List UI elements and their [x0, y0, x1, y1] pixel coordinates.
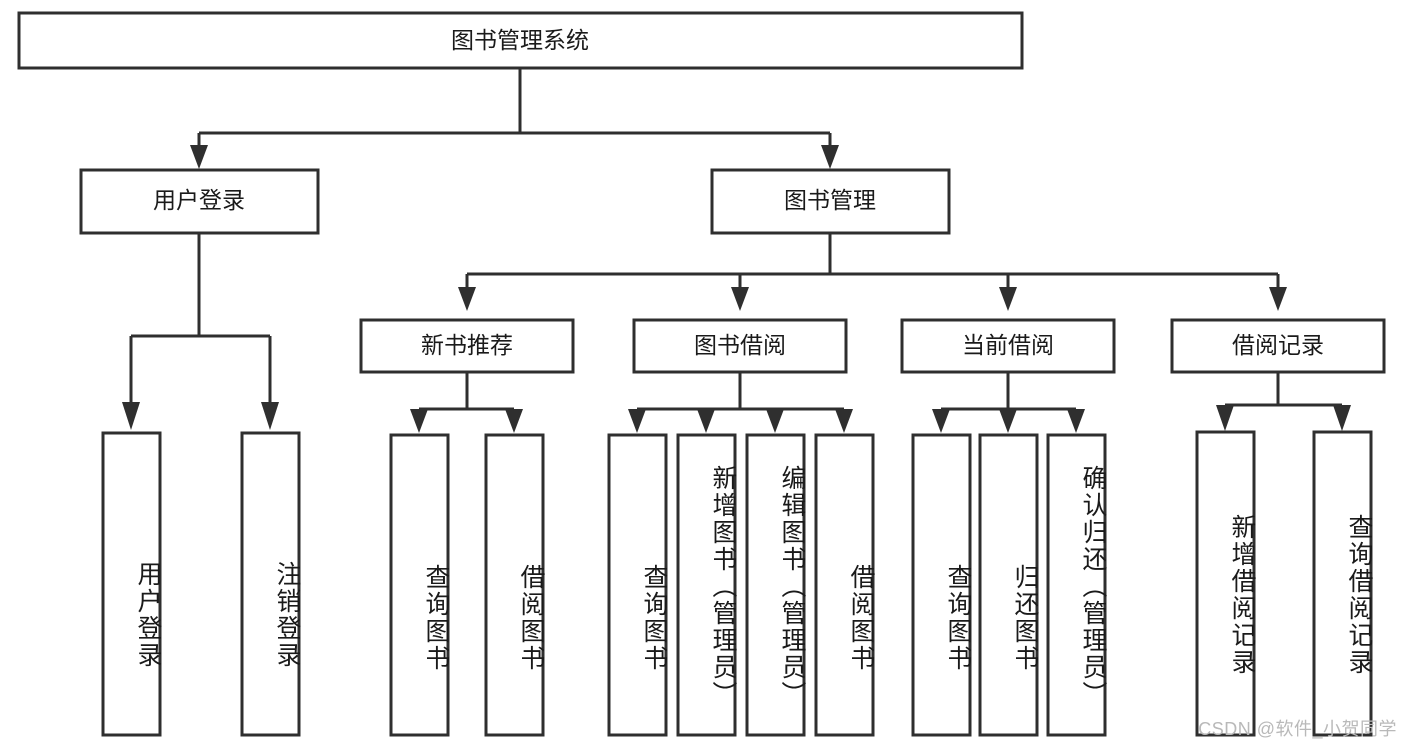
node-book-management-box[interactable]: [710, 168, 951, 235]
node-new-book-recommend[interactable]: 新书推荐: [359, 318, 575, 374]
leaf-box-borrowrecord-add[interactable]: [1195, 430, 1256, 737]
arrow-head-bookmgmt-to-borrow-record: [1269, 287, 1287, 311]
connector-group-borrow-record: [1216, 372, 1351, 431]
node-current-borrow-box[interactable]: [900, 318, 1116, 374]
arrow-head-borrowrecord-leaf-1: [1216, 405, 1234, 431]
arrow-head-root-to-book-mgmt: [821, 145, 839, 169]
arrow-head-bookborrow-leaf-1: [628, 409, 646, 433]
node-book-borrow-label: 图书借阅: [694, 332, 786, 358]
connector-group-book-borrow: [628, 372, 853, 433]
arrow-head-currentborrow-leaf-1: [932, 409, 950, 433]
node-root-system[interactable]: 图书管理系统: [17, 11, 1024, 70]
connector-group-root: [190, 68, 839, 169]
arrow-head-bookborrow-leaf-3: [766, 409, 784, 433]
leaf-box-newbook-borrow[interactable]: [484, 433, 545, 737]
arrow-head-newbook-leaf-1: [410, 409, 428, 433]
arrow-head-newbook-leaf-2: [505, 409, 523, 433]
node-new-book-recommend-box[interactable]: [359, 318, 575, 374]
leaf-box-user-login-login[interactable]: [101, 431, 162, 737]
leaf-group-user-login: [101, 431, 301, 737]
node-user-login-label: 用户登录: [153, 187, 245, 213]
leaf-box-bookborrow-add[interactable]: [676, 433, 737, 737]
node-user-login-box[interactable]: [79, 168, 320, 235]
arrow-head-userlogin-leaf-1: [122, 402, 140, 430]
leaf-box-currentborrow-return[interactable]: [978, 433, 1039, 737]
leaf-box-bookborrow-borrow[interactable]: [814, 433, 875, 737]
node-borrow-record-box[interactable]: [1170, 318, 1386, 374]
leaf-box-currentborrow-confirm[interactable]: [1046, 433, 1107, 737]
leaf-box-bookborrow-edit[interactable]: [745, 433, 806, 737]
node-book-management[interactable]: 图书管理: [710, 168, 951, 235]
node-new-book-recommend-label: 新书推荐: [421, 332, 513, 358]
connector-group-user-login: [122, 233, 279, 430]
leaf-box-borrowrecord-query[interactable]: [1312, 430, 1373, 737]
node-user-login[interactable]: 用户登录: [79, 168, 320, 235]
connector-group-current-borrow: [932, 372, 1085, 433]
node-book-management-label: 图书管理: [784, 187, 876, 213]
arrow-head-bookborrow-leaf-4: [835, 409, 853, 433]
arrow-head-bookmgmt-to-new-book: [458, 287, 476, 311]
arrow-head-userlogin-leaf-2: [261, 402, 279, 430]
arrow-head-bookborrow-leaf-2: [697, 409, 715, 433]
arrow-head-currentborrow-leaf-2: [999, 409, 1017, 433]
node-current-borrow[interactable]: 当前借阅: [900, 318, 1116, 374]
arrow-head-bookmgmt-to-book-borrow: [731, 287, 749, 311]
node-borrow-record[interactable]: 借阅记录: [1170, 318, 1386, 374]
node-book-borrow[interactable]: 图书借阅: [632, 318, 848, 374]
leaf-box-newbook-query[interactable]: [389, 433, 450, 737]
arrow-head-borrowrecord-leaf-2: [1333, 405, 1351, 431]
node-current-borrow-label: 当前借阅: [962, 332, 1054, 358]
node-root-system-label: 图书管理系统: [451, 27, 589, 53]
arrow-head-root-to-user-login: [190, 145, 208, 169]
leaf-box-bookborrow-query[interactable]: [607, 433, 668, 737]
leaf-group-new-book-recommend: [389, 433, 545, 737]
leaf-group-borrow-record: [1195, 430, 1373, 737]
watermark-text: CSDN @软件_小贺同学: [1198, 719, 1397, 739]
connector-group-new-book: [410, 372, 523, 433]
node-borrow-record-label: 借阅记录: [1232, 332, 1324, 358]
leaf-group-book-borrow: [607, 433, 875, 737]
arrow-head-currentborrow-leaf-3: [1067, 409, 1085, 433]
leaf-group-current-borrow: [911, 433, 1107, 737]
leaf-box-currentborrow-query[interactable]: [911, 433, 972, 737]
node-root-system-box[interactable]: [17, 11, 1024, 70]
connector-group-book-mgmt: [458, 233, 1287, 311]
node-book-borrow-box[interactable]: [632, 318, 848, 374]
arrow-head-bookmgmt-to-current-borrow: [999, 287, 1017, 311]
leaf-box-user-login-logout[interactable]: [240, 431, 301, 737]
